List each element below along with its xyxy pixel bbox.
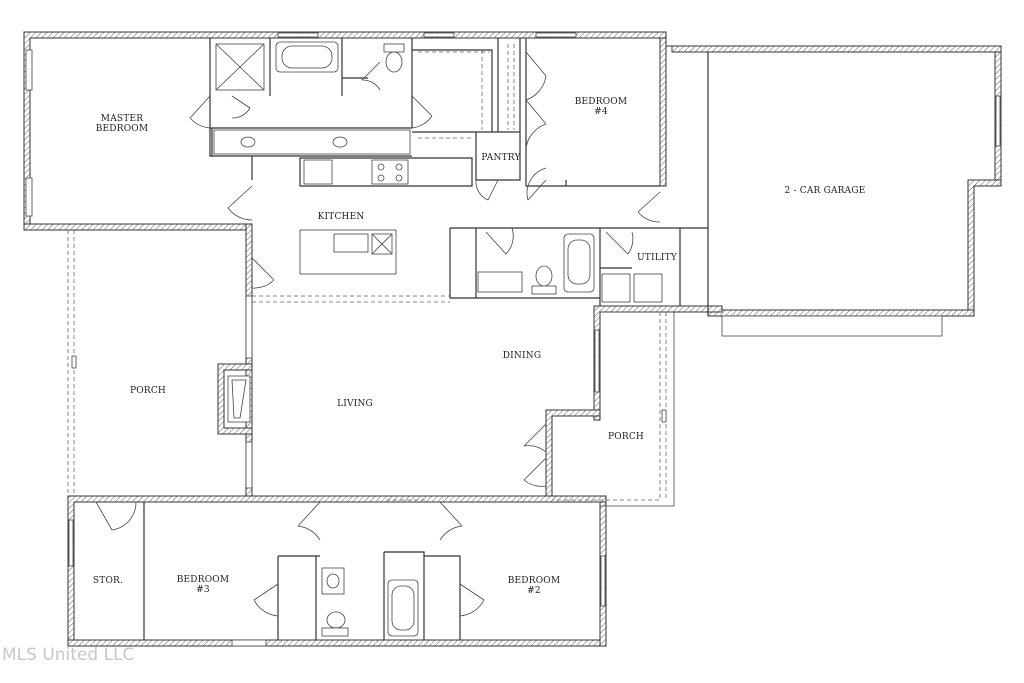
fixtures bbox=[213, 41, 663, 637]
label-utility: UTILITY bbox=[637, 253, 678, 263]
interior-walls bbox=[143, 38, 709, 640]
door-swings bbox=[95, 51, 661, 617]
exterior-walls bbox=[23, 31, 1002, 647]
label-porch-right: PORCH bbox=[608, 432, 644, 442]
label-porch-left: PORCH bbox=[130, 386, 166, 396]
label-living: LIVING bbox=[337, 399, 373, 409]
label-storage: STOR. bbox=[93, 576, 123, 586]
garage-door bbox=[721, 315, 943, 337]
label-dining: DINING bbox=[503, 351, 541, 361]
label-bedroom-4: BEDROOM#4 bbox=[575, 97, 628, 117]
label-kitchen: KITCHEN bbox=[318, 212, 365, 222]
windows bbox=[25, 32, 1001, 647]
label-bedroom-2: BEDROOM#2 bbox=[508, 576, 561, 596]
label-garage: 2 - CAR GARAGE bbox=[784, 186, 865, 196]
label-bedroom-3: BEDROOM#3 bbox=[177, 575, 230, 595]
watermark: MLS United LLC bbox=[2, 645, 134, 665]
label-pantry: PANTRY bbox=[481, 153, 521, 163]
